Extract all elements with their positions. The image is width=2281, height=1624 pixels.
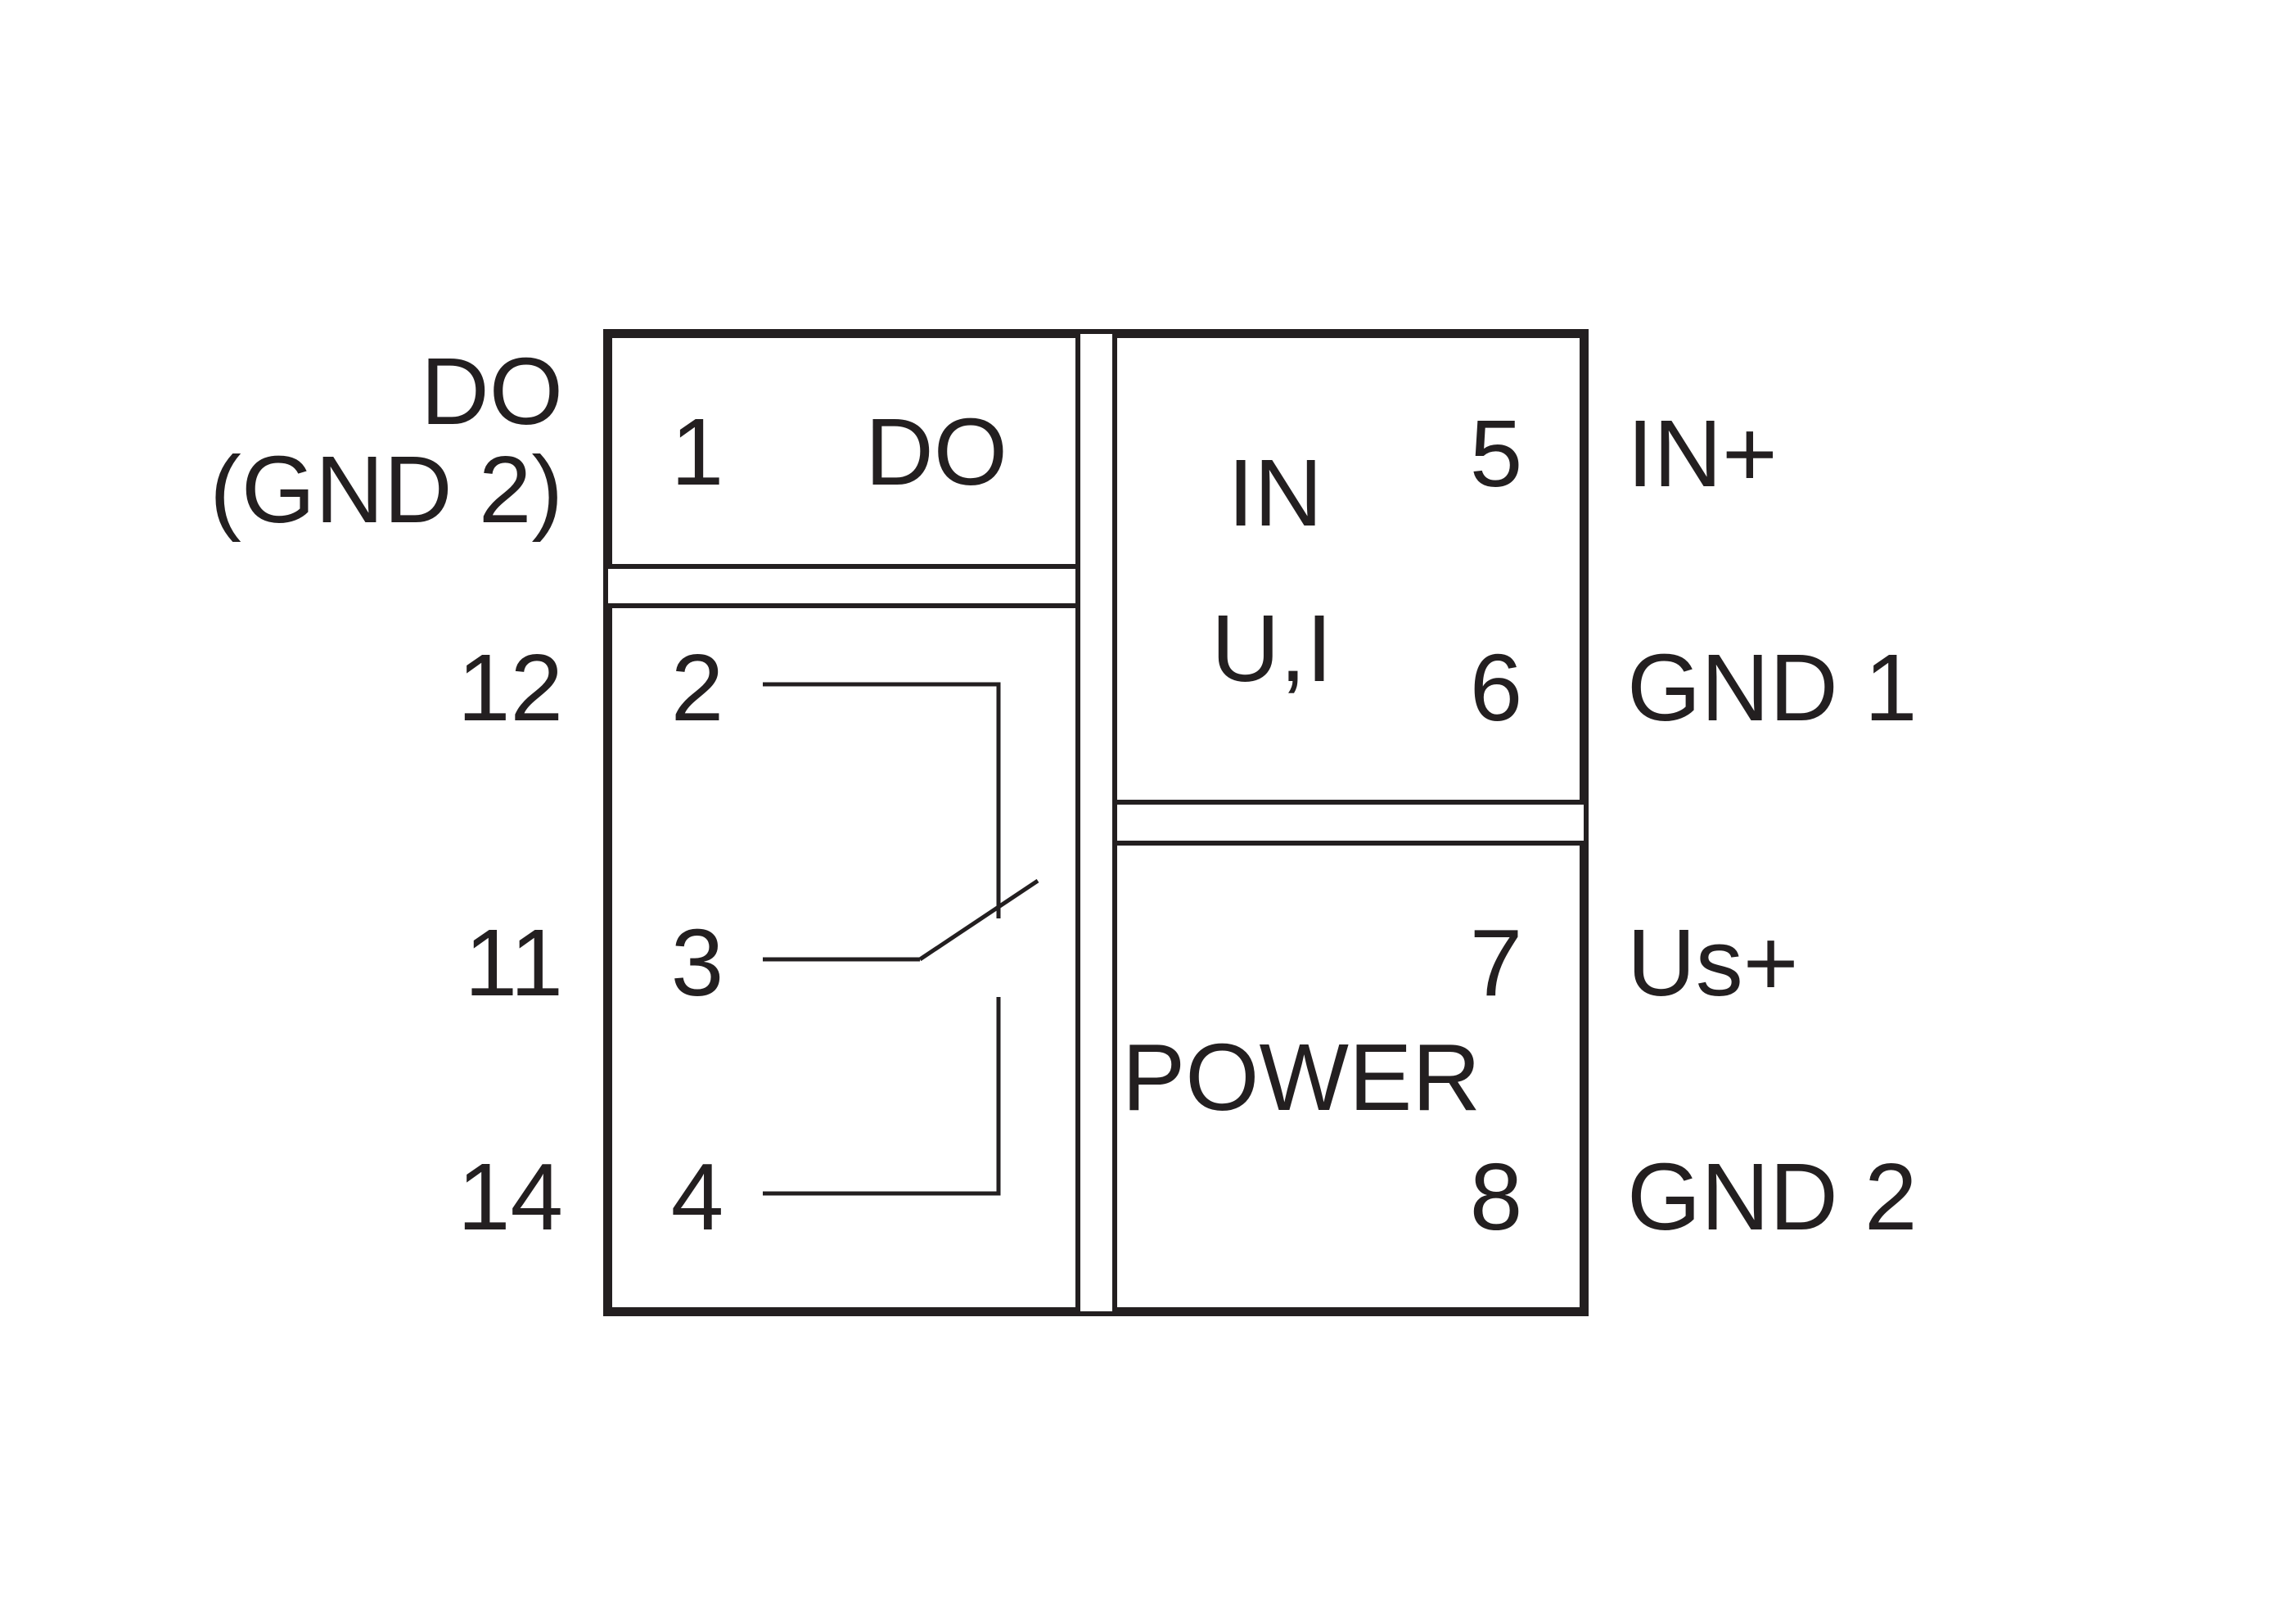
relay-wire-nc	[763, 682, 1001, 918]
input-label-in: IN	[1228, 440, 1323, 546]
input-block	[1112, 333, 1585, 805]
right-label-gnd2: GND 2	[1627, 1144, 1918, 1250]
terminal-1: 1	[671, 399, 724, 505]
right-label-gnd1: GND 1	[1627, 634, 1918, 741]
terminal-3: 3	[671, 909, 724, 1016]
do-block-label: DO	[865, 399, 1008, 505]
terminal-4: 4	[671, 1144, 724, 1250]
terminal-8: 8	[1470, 1144, 1523, 1250]
power-label: POWER	[1122, 1024, 1481, 1130]
relay-wire-no	[763, 997, 1001, 1196]
left-label-11: 11	[465, 909, 563, 1016]
right-label-in-plus: IN+	[1627, 400, 1778, 507]
left-label-do: DO	[421, 338, 563, 444]
left-label-14: 14	[458, 1144, 563, 1250]
left-label-12: 12	[458, 634, 563, 741]
left-label-gnd2: (GND 2)	[210, 436, 563, 543]
housing-outline	[603, 329, 1589, 1316]
input-label-ui: U,I	[1211, 595, 1332, 701]
terminal-7: 7	[1470, 909, 1523, 1016]
terminal-6: 6	[1470, 634, 1523, 741]
terminal-2: 2	[671, 634, 724, 741]
terminal-5: 5	[1470, 400, 1523, 507]
power-block	[1112, 841, 1585, 1312]
relay-switch-arm	[918, 878, 1039, 962]
right-label-us-plus: Us+	[1627, 909, 1799, 1016]
